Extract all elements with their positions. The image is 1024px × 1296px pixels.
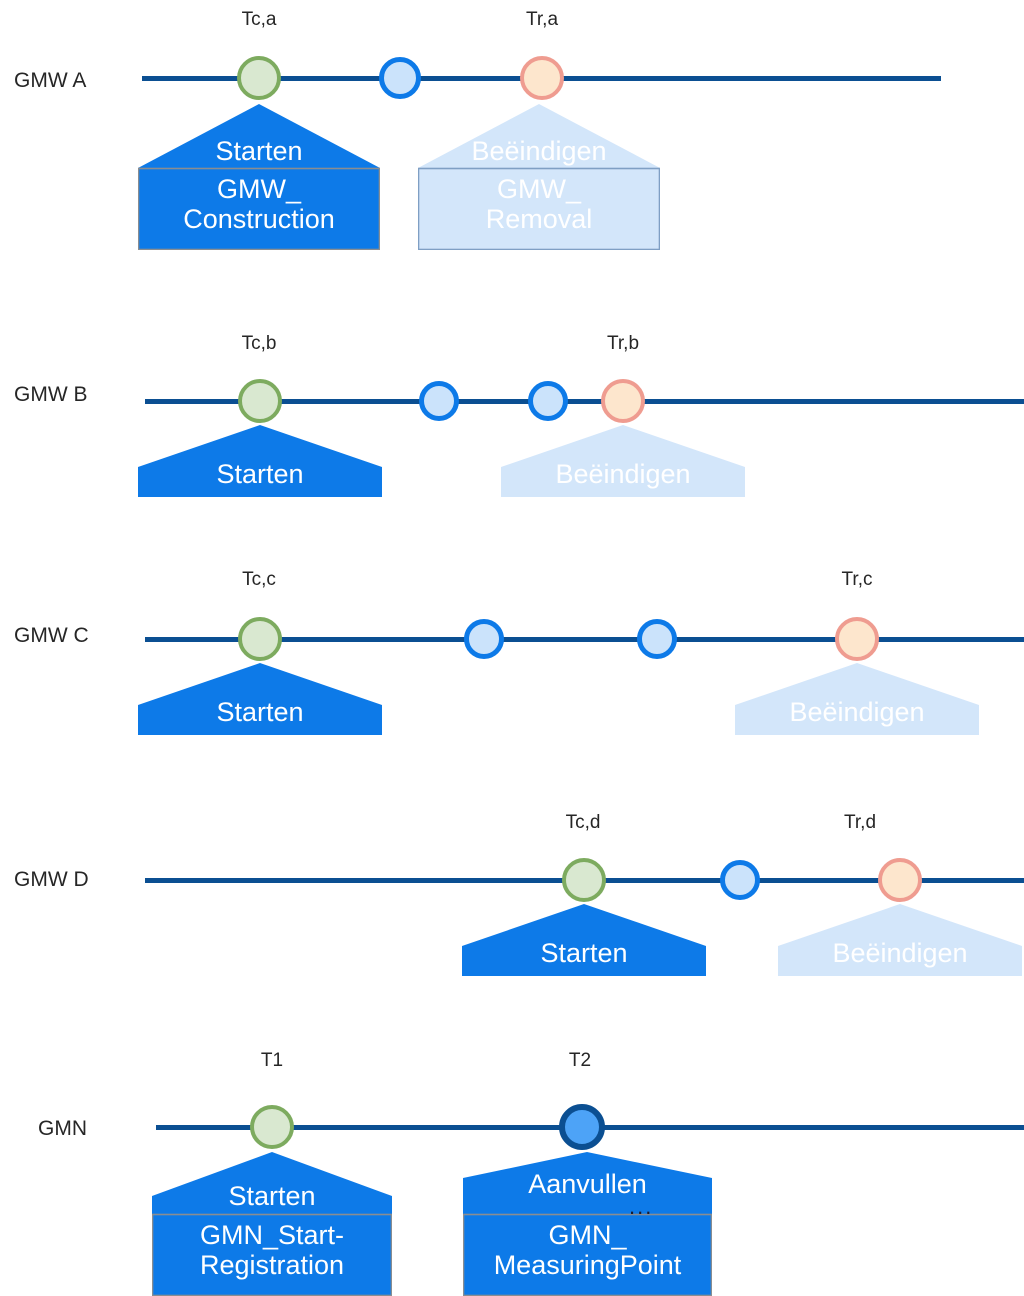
pennant-roof-shape (138, 425, 382, 497)
marker-gmw-c-event-2[interactable] (637, 619, 677, 659)
row-label-gmw-c: GMW C (14, 624, 89, 647)
tick-label-t2: T2 (568, 1050, 592, 1071)
pennant-gmn-start-registration[interactable]: Starten GMN_Start- Registration (152, 1152, 392, 1296)
pennant-gmw-a-construction[interactable]: Starten GMW_ Construction (138, 104, 380, 250)
pennant-roof-shape (138, 663, 382, 735)
marker-gmw-b-start[interactable] (238, 379, 282, 423)
row-label-gmw-b: GMW B (14, 383, 88, 406)
row-label-gmw-a: GMW A (14, 69, 87, 92)
marker-gmw-d-event[interactable] (720, 860, 760, 900)
marker-gmw-c-end[interactable] (835, 617, 879, 661)
marker-gmw-c-event-1[interactable] (464, 619, 504, 659)
pennant-gmw-a-removal[interactable]: Beëindigen GMW_ Removal (418, 104, 660, 250)
tick-label-tc-d: Tc,d (565, 812, 601, 833)
tick-label-tc-c: Tc,c (242, 569, 276, 590)
marker-gmw-a-end[interactable] (520, 56, 564, 100)
tick-label-tr-b: Tr,b (606, 333, 640, 354)
marker-gmw-a-event[interactable] (379, 57, 421, 99)
row-label-gmn: GMN (38, 1117, 87, 1140)
marker-gmw-b-end[interactable] (601, 379, 645, 423)
pennant-gmw-d-starten[interactable]: Starten (462, 904, 706, 976)
pennant-gmw-c-starten[interactable]: Starten (138, 663, 382, 735)
pennant-ellipsis: ... (629, 1194, 654, 1219)
marker-gmw-a-start[interactable] (237, 56, 281, 100)
marker-gmw-b-event-1[interactable] (419, 381, 459, 421)
marker-gmn-aanvullen[interactable] (559, 1104, 605, 1150)
row-label-gmw-d: GMW D (14, 868, 89, 891)
tick-label-tc-b: Tc,b (241, 333, 277, 354)
pennant-gmw-c-beeindigen[interactable]: Beëindigen (735, 663, 979, 735)
pennant-gmw-b-starten[interactable]: Starten (138, 425, 382, 497)
tick-label-tr-d: Tr,d (843, 812, 877, 833)
pennant-roof-shape (462, 904, 706, 976)
pennant-roof-shape (418, 104, 660, 250)
pennant-roof-shape (735, 663, 979, 735)
pennant-gmw-b-beeindigen[interactable]: Beëindigen (501, 425, 745, 497)
tick-label-tr-c: Tr,c (841, 569, 873, 590)
marker-gmn-start[interactable] (250, 1105, 294, 1149)
tick-label-tr-a: Tr,a (525, 9, 559, 30)
marker-gmw-c-start[interactable] (238, 617, 282, 661)
pennant-roof-shape (778, 904, 1022, 976)
pennant-roof-shape (152, 1152, 392, 1296)
pennant-gmw-d-beeindigen[interactable]: Beëindigen (778, 904, 1022, 976)
pennant-roof-shape (463, 1152, 712, 1296)
tick-label-t1: T1 (260, 1050, 284, 1071)
pennant-roof-shape (138, 104, 380, 250)
marker-gmw-b-event-2[interactable] (528, 381, 568, 421)
pennant-roof-shape (501, 425, 745, 497)
marker-gmw-d-end[interactable] (878, 858, 922, 902)
timeline-gmw-b (145, 399, 1024, 404)
tick-label-tc-a: Tc,a (241, 9, 277, 30)
marker-gmw-d-start[interactable] (562, 858, 606, 902)
pennant-gmn-measuring-point[interactable]: Aanvullen ... GMN_ MeasuringPoint (463, 1152, 712, 1296)
timeline-gmw-c (145, 637, 1024, 642)
